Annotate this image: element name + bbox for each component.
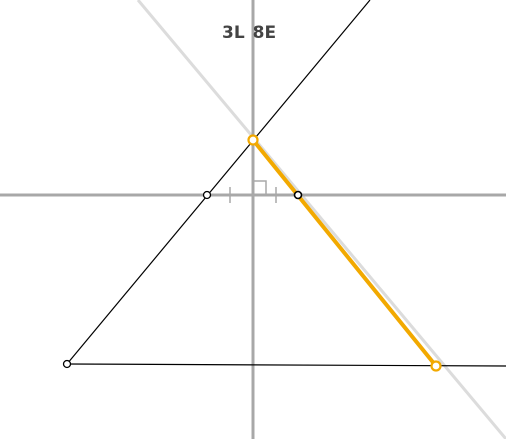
level-counter: 3L 8E	[222, 20, 276, 46]
point-bottom-left[interactable]	[62, 359, 72, 369]
energy-count: 8E	[252, 23, 277, 43]
point-axis-right[interactable]	[293, 190, 303, 200]
point-apex[interactable]	[247, 134, 259, 146]
right-angle-marker	[253, 180, 267, 195]
highlighted-segment[interactable]	[251, 138, 438, 368]
point-axis-left[interactable]	[202, 190, 212, 200]
level-count: 3L	[222, 23, 245, 43]
diagonal-line	[66, 0, 371, 365]
point-bottom-right[interactable]	[430, 360, 442, 372]
guide-line	[136, 0, 506, 439]
